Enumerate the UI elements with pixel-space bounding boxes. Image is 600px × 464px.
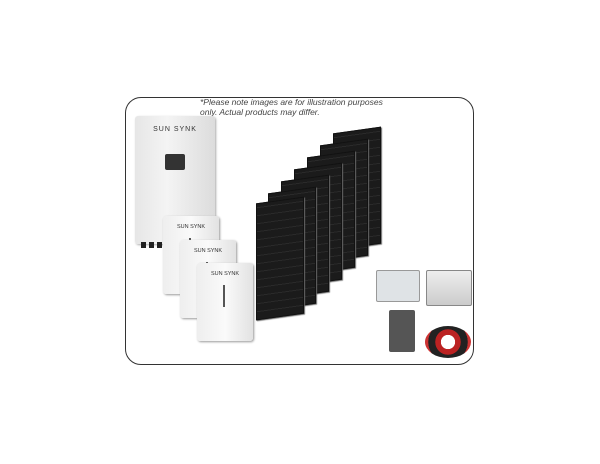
battery-logo: SUN SYNK	[193, 248, 223, 254]
distribution-box	[376, 270, 420, 302]
inverter-logo: SUN SYNK	[153, 126, 197, 133]
inverter-screen	[165, 154, 185, 170]
solar-panel	[256, 196, 304, 321]
inverter-ports	[141, 242, 169, 248]
combiner-box	[426, 270, 472, 306]
disclaimer-note: *Please note images are for illustration…	[200, 97, 383, 117]
cable-roll	[425, 326, 471, 358]
isolator-switch	[389, 310, 415, 352]
battery-image: SUN SYNK	[197, 263, 253, 341]
battery-logo: SUN SYNK	[210, 271, 240, 277]
battery-logo: SUN SYNK	[176, 224, 206, 230]
battery-indicator	[223, 285, 225, 307]
image-frame	[125, 97, 474, 365]
